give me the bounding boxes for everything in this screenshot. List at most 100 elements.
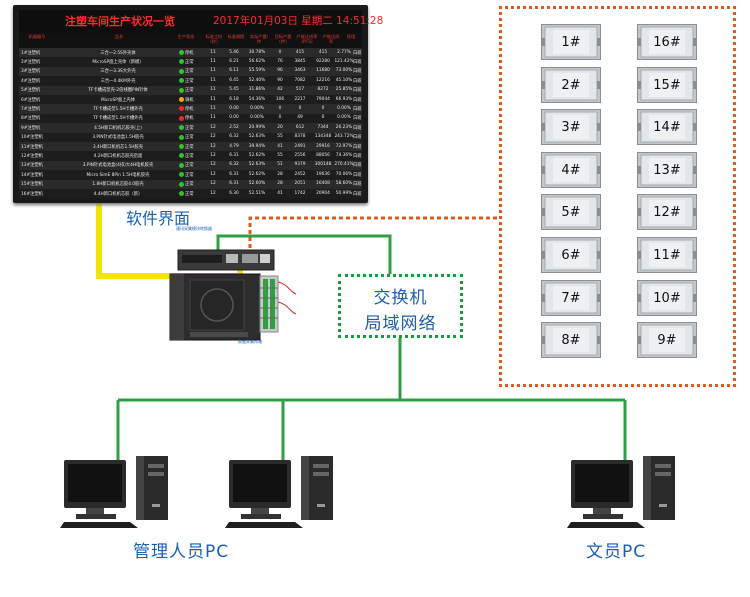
table-cell: 11 bbox=[210, 96, 216, 102]
table-cell: 15#注塑机 bbox=[21, 182, 43, 188]
table-cell: 白班 bbox=[353, 144, 362, 150]
status-indicator-icon bbox=[179, 153, 184, 159]
table-header: 机器编号 品名 生产状态 标准工时(秒) 标准周期 实际产量/件 目标产量(件)… bbox=[19, 33, 362, 48]
table-cell: 停机 bbox=[185, 116, 194, 122]
terminal-label: 5# bbox=[561, 205, 581, 221]
table-cell: 88056 bbox=[316, 152, 330, 158]
table-cell: 56.62% bbox=[248, 58, 266, 64]
table-cell: 6.45 bbox=[229, 77, 239, 83]
software-label: 软件界面 bbox=[126, 209, 191, 228]
status-indicator-icon bbox=[179, 162, 184, 168]
table-cell: 1#注塑机 bbox=[21, 50, 41, 56]
terminal-module-icon bbox=[541, 109, 601, 146]
acquisition-terminal: 5# bbox=[541, 194, 601, 231]
table-cell: 517 bbox=[295, 87, 305, 93]
terminal-label: 11# bbox=[653, 248, 681, 263]
table-cell: 8272 bbox=[317, 87, 329, 93]
table-cell: 52.63% bbox=[248, 134, 266, 140]
table-cell: 11 bbox=[210, 77, 216, 83]
col-header: 实际产量/件 bbox=[249, 34, 269, 44]
table-cell: 76 bbox=[277, 58, 283, 64]
col-header: 产能达成率(PCS) bbox=[296, 34, 318, 44]
terminal-module-icon bbox=[541, 151, 601, 188]
table-cell: 5.46 bbox=[229, 49, 239, 55]
col-header: 标准周期 bbox=[227, 34, 245, 39]
acquisition-terminal: 14# bbox=[637, 109, 697, 146]
table-cell: 4.4H新口机机芯胶（新） bbox=[93, 191, 143, 197]
terminal-label: 4# bbox=[561, 162, 581, 178]
table-cell: 12 bbox=[210, 124, 216, 130]
table-cell: 11 bbox=[210, 58, 216, 64]
terminal-module-icon bbox=[637, 66, 697, 103]
table-cell: 11 bbox=[210, 105, 216, 111]
table-cell: 白班 bbox=[353, 78, 362, 84]
lan-label-network: 局域网络 bbox=[364, 314, 437, 334]
table-cell: 白班 bbox=[353, 116, 362, 122]
table-cell: 243.72% bbox=[334, 134, 354, 140]
table-cell: 55 bbox=[277, 152, 283, 158]
terminal-group: 1#16#2#15#3#14#4#13#5#12#6#11#7#10#8#9# bbox=[499, 6, 736, 387]
terminal-label: 6# bbox=[561, 248, 581, 263]
table-cell: 白班 bbox=[353, 191, 362, 197]
acquisition-terminal: 10# bbox=[637, 279, 697, 316]
table-cell: 10#注塑机 bbox=[21, 135, 43, 141]
table-cell: 白班 bbox=[353, 97, 362, 103]
table-cell: 正常 bbox=[185, 78, 194, 84]
table-cell: 121.42% bbox=[334, 58, 354, 64]
table-cell: 14#注塑机 bbox=[21, 172, 43, 178]
status-indicator-icon bbox=[179, 125, 184, 131]
table-cell: 三合一2.5S外壳体 bbox=[100, 50, 136, 56]
table-cell: 96 bbox=[277, 68, 283, 74]
terminal-module-icon bbox=[637, 151, 697, 188]
terminal-module-icon bbox=[541, 279, 601, 316]
table-cell: 4.2H新口机机芯胶壳后面 bbox=[93, 153, 143, 159]
table-cell: 正常 bbox=[185, 182, 194, 188]
table-cell: 白班 bbox=[353, 69, 362, 75]
table-cell: 11680 bbox=[316, 68, 330, 74]
lan-switch-box: 交换机 局域网络 bbox=[338, 274, 463, 338]
col-header: 机器编号 bbox=[28, 34, 46, 39]
table-cell: 11 bbox=[210, 49, 216, 55]
table-cell: 2556 bbox=[294, 152, 306, 158]
data-acquisition-device bbox=[169, 249, 297, 341]
table-cell: 19636 bbox=[316, 171, 330, 177]
table-cell: 49 bbox=[297, 115, 303, 121]
table-cell: 58.60% bbox=[335, 181, 353, 187]
status-indicator-icon bbox=[179, 59, 184, 65]
table-cell: 0.00 bbox=[229, 105, 239, 111]
terminal-label: 12# bbox=[653, 205, 681, 221]
table-cell: 7344 bbox=[317, 124, 329, 130]
table-cell: 55.59% bbox=[248, 68, 266, 74]
clerk-pc bbox=[567, 456, 675, 528]
table-cell: 11 bbox=[210, 87, 216, 93]
table-cell: 白班 bbox=[353, 182, 362, 188]
table-cell: 70.06% bbox=[335, 171, 353, 177]
table-cell: 16408 bbox=[316, 181, 330, 187]
table-cell: 92280 bbox=[316, 58, 330, 64]
terminal-module-icon bbox=[541, 24, 601, 60]
table-cell: 0 bbox=[321, 115, 325, 121]
device-subcaption: 数据采集终端 bbox=[238, 339, 262, 344]
table-cell: TF卡槽成型1.5H卡槽外壳 bbox=[93, 106, 143, 112]
status-indicator-icon bbox=[179, 144, 184, 149]
table-cell: 0.00% bbox=[250, 105, 264, 111]
acquisition-terminal: 1# bbox=[541, 24, 601, 60]
table-cell: 415 bbox=[295, 49, 305, 55]
table-cell: 7#注塑机 bbox=[21, 106, 41, 112]
terminal-label: 15# bbox=[653, 77, 681, 93]
table-cell: 6.31 bbox=[229, 152, 239, 158]
table-cell: 31.86% bbox=[248, 87, 266, 93]
acquisition-terminal: 8# bbox=[541, 322, 601, 359]
table-cell: 12 bbox=[210, 171, 216, 177]
table-cell: 白班 bbox=[353, 135, 362, 141]
acquisition-terminal: 7# bbox=[541, 279, 601, 316]
col-header: 品名 bbox=[114, 34, 124, 39]
converter-box bbox=[177, 249, 275, 271]
table-cell: 停机 bbox=[185, 50, 194, 56]
table-cell: 8#注塑机 bbox=[21, 116, 41, 122]
table-cell: TF卡槽成型壳-2倍线圈PIN针体 bbox=[88, 88, 148, 94]
